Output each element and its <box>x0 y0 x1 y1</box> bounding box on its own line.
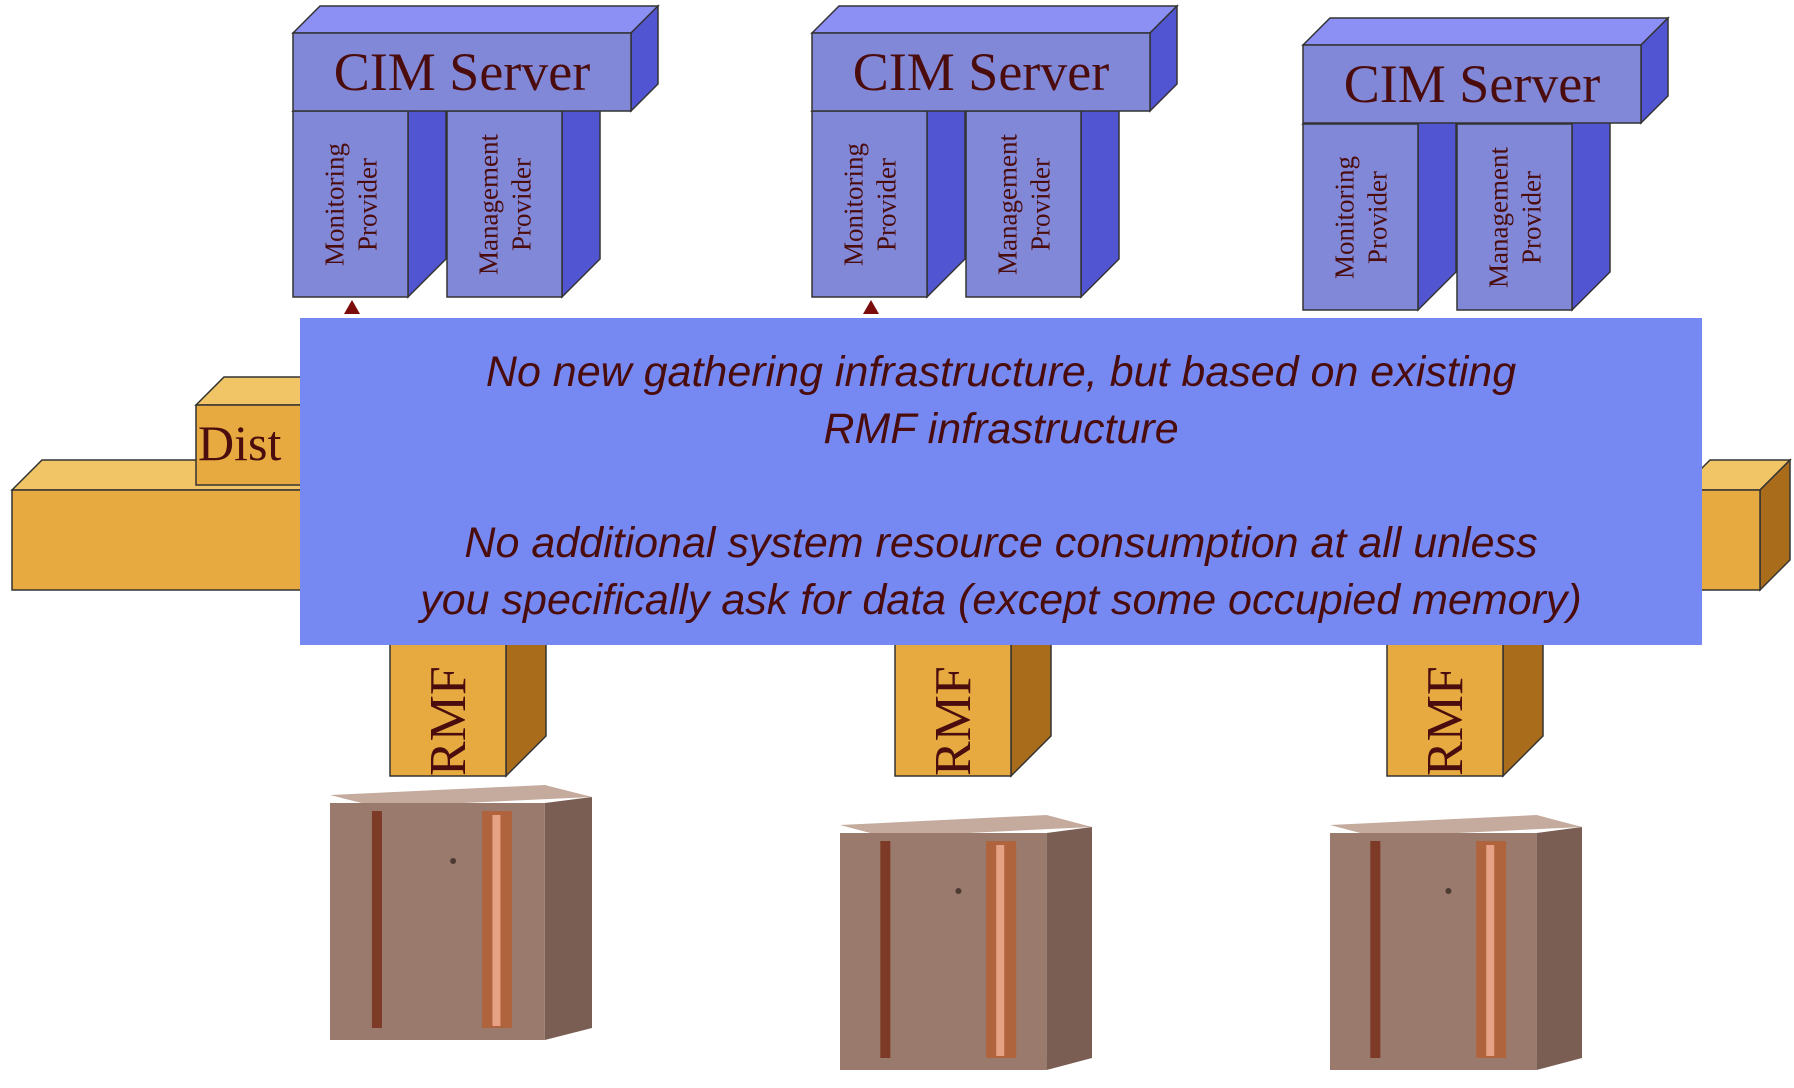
system-1-mainframe-door-glint <box>492 815 501 1026</box>
system-3-management-provider-label: Management Provider <box>1482 146 1546 288</box>
callout-line-3: No additional system resource consumptio… <box>464 519 1538 567</box>
info-callout: No new gathering infrastructure, but bas… <box>300 318 1702 645</box>
system-1-mainframe-front <box>330 803 545 1040</box>
system-2-cim-server-box <box>810 4 1179 113</box>
callout-line-4: you specifically ask for data (except so… <box>420 576 1582 624</box>
distributed-label: Dist <box>198 415 282 471</box>
system-3-mainframe-strip-left <box>1370 841 1381 1058</box>
system-2-mainframe-strip-left <box>880 841 891 1058</box>
system-1-cim-server-box-top <box>291 5 660 34</box>
system-1-monitoring-provider-box-front <box>292 110 409 298</box>
system-3-monitoring-provider-label: Monitoring Provider <box>1328 155 1392 279</box>
system-1-connector-arrow <box>344 300 360 314</box>
distributed-layer-right <box>1678 458 1792 592</box>
system-3-mainframe-door-glint <box>1486 845 1495 1056</box>
system-stack-2 <box>810 4 1179 1070</box>
system-3-management-provider-box-front <box>1456 123 1573 311</box>
system-1-management-provider-box-front <box>446 110 563 298</box>
system-2-mainframe-top <box>840 815 1092 837</box>
system-3-cim-server-box-front <box>1302 44 1642 124</box>
system-2-mainframe-knob <box>955 888 962 894</box>
distributed-component-box-front <box>195 404 307 486</box>
system-1-cim-server-box-front <box>292 32 632 112</box>
system-2-cim-server-box-front <box>811 32 1151 112</box>
system-2-cim-server-box-top <box>810 5 1179 34</box>
system-1-management-provider-label: Management Provider <box>472 133 536 275</box>
system-1-mainframe-knob <box>450 858 457 864</box>
system-stack-1 <box>291 4 660 1040</box>
system-1-mainframe-top <box>330 785 592 807</box>
callout-line-1: No new gathering infrastructure, but bas… <box>485 348 1517 396</box>
distributed-layer-left-front <box>11 489 325 591</box>
system-3-mainframe-knob <box>1445 888 1452 894</box>
system-2-mainframe-server-icon <box>840 815 1092 1070</box>
system-3-mainframe-server-icon <box>1330 815 1582 1070</box>
system-3-cim-server-box-top <box>1301 17 1670 46</box>
system-2-monitoring-provider-label: Monitoring Provider <box>837 142 901 266</box>
system-2-connector-arrow <box>863 300 879 314</box>
system-1-mainframe-server-icon <box>330 785 592 1040</box>
system-3-monitoring-provider-box-front <box>1302 123 1419 311</box>
system-2-mainframe-door-glint <box>996 845 1005 1056</box>
system-1-mainframe-side <box>544 797 592 1040</box>
system-3-mainframe-side <box>1536 827 1582 1070</box>
system-3-cim-server-box <box>1301 16 1670 125</box>
system-1-cim-server-box <box>291 4 660 113</box>
callout-line-2: RMF infrastructure <box>823 405 1179 453</box>
callout-spacer <box>300 458 1702 515</box>
system-2-management-provider-label: Management Provider <box>991 133 1055 275</box>
system-1-cim-server-title: CIM Server <box>333 42 591 102</box>
system-3-mainframe-top <box>1330 815 1582 837</box>
system-3-cim-server-title: CIM Server <box>1343 54 1601 114</box>
system-2-mainframe-side <box>1046 827 1092 1070</box>
system-1-mainframe-strip-left <box>371 811 382 1028</box>
system-2-cim-server-title: CIM Server <box>852 42 1110 102</box>
system-1-monitoring-provider-label: Monitoring Provider <box>318 142 382 266</box>
